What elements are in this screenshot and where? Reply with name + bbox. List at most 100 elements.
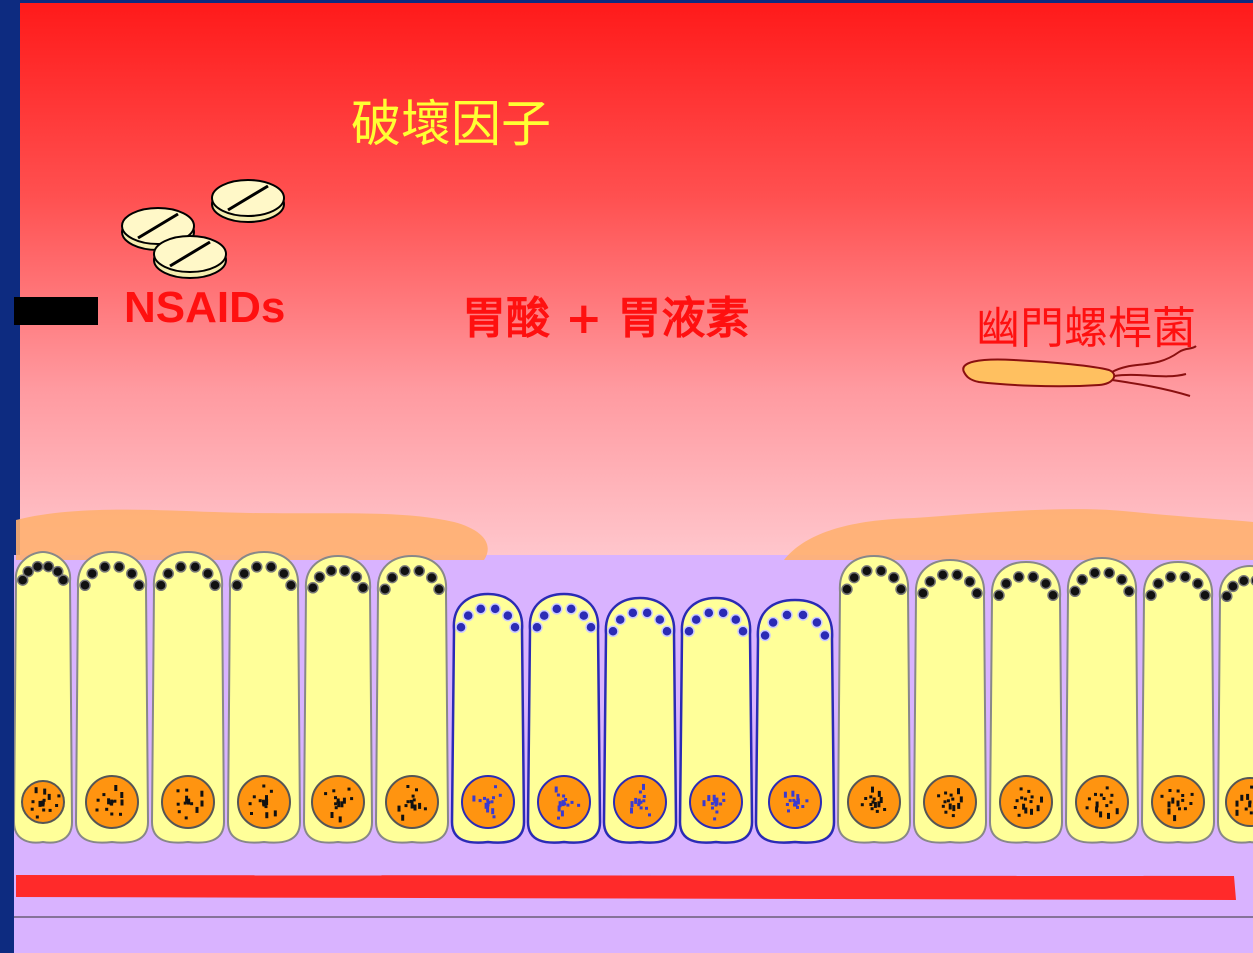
chromatin — [110, 800, 114, 804]
epithelial-cell — [1064, 556, 1140, 844]
chromatin — [332, 789, 336, 793]
chromatin — [1240, 794, 1244, 801]
chromatin — [562, 800, 566, 804]
granule — [888, 571, 900, 584]
granule — [209, 579, 221, 592]
granule — [797, 609, 809, 621]
tablet-icon — [211, 179, 285, 223]
chromatin — [483, 796, 486, 800]
chromatin — [557, 816, 560, 820]
granule — [551, 603, 563, 615]
chromatin — [31, 800, 35, 804]
chromatin — [119, 812, 122, 816]
granule — [819, 629, 831, 642]
chromatin — [870, 807, 874, 811]
chromatin — [805, 799, 809, 803]
granule — [964, 575, 976, 588]
granule — [285, 579, 297, 592]
chromatin — [570, 800, 574, 804]
chromatin — [273, 810, 277, 817]
chromatin — [110, 812, 114, 816]
chromatin — [401, 814, 405, 821]
chromatin — [47, 793, 51, 800]
chromatin — [944, 791, 948, 795]
chromatin — [418, 802, 422, 809]
chromatin — [1110, 793, 1114, 797]
granule — [42, 560, 55, 573]
chromatin — [796, 794, 800, 801]
chromatin — [883, 808, 887, 811]
chromatin — [102, 793, 106, 797]
mucus-layer-right — [784, 509, 1253, 560]
chromatin — [1029, 800, 1033, 804]
chromatin — [347, 787, 351, 791]
bacterium-icon — [962, 345, 1197, 397]
granule — [325, 565, 338, 577]
chromatin — [943, 800, 947, 804]
chromatin — [937, 794, 941, 798]
chromatin — [252, 795, 256, 799]
acid-pepsin-label: 胃酸 + 胃液素 — [462, 293, 750, 344]
granule — [683, 625, 695, 638]
granule — [1192, 577, 1204, 590]
granule — [1227, 580, 1239, 593]
granule — [661, 625, 673, 638]
chromatin — [722, 798, 726, 802]
chromatin — [1235, 800, 1239, 807]
slide: 破壞因子 NSAIDs 胃酸 + 胃液素 幽門螺桿菌 — [14, 0, 1253, 953]
granule — [861, 565, 873, 577]
nucleus — [999, 775, 1053, 829]
granule — [86, 567, 98, 580]
chromatin — [556, 793, 560, 797]
chromatin — [946, 799, 950, 803]
chromatin — [492, 815, 496, 819]
granule — [1013, 571, 1025, 583]
epithelial-cell — [302, 554, 374, 844]
chromatin — [1244, 807, 1248, 811]
chromatin — [566, 803, 570, 807]
chromatin — [114, 785, 118, 791]
chromatin — [484, 802, 488, 809]
epithelial-cell — [150, 550, 226, 844]
chromatin — [560, 810, 564, 817]
chromatin — [1095, 801, 1099, 808]
chromatin — [1246, 793, 1250, 800]
chromatin — [334, 796, 337, 800]
chromatin — [186, 800, 190, 804]
chromatin — [715, 810, 719, 814]
chromatin — [411, 794, 415, 798]
granule — [265, 561, 277, 573]
chromatin — [577, 803, 581, 807]
granule — [1040, 577, 1052, 590]
chromatin — [1248, 801, 1252, 808]
chromatin — [1168, 789, 1172, 792]
chromatin — [1024, 807, 1028, 814]
chromatin — [873, 801, 877, 808]
granule — [811, 616, 823, 629]
chromatin — [554, 786, 558, 793]
granule — [162, 567, 174, 580]
chromatin — [486, 800, 490, 807]
granule — [895, 583, 907, 596]
chromatin — [404, 804, 408, 808]
granule — [565, 603, 577, 615]
chromatin — [875, 809, 879, 813]
chromatin — [1099, 811, 1103, 818]
granule — [307, 582, 319, 594]
chromatin — [1019, 787, 1023, 791]
chromatin — [787, 809, 790, 813]
chromatin — [957, 802, 961, 809]
chromatin — [107, 798, 111, 805]
chromatin — [413, 804, 417, 811]
chromatin — [557, 805, 561, 812]
chromatin — [410, 802, 414, 809]
granule — [99, 561, 111, 573]
chromatin — [877, 801, 881, 808]
granule — [654, 613, 666, 626]
chromatin — [264, 805, 268, 809]
granule — [133, 579, 145, 592]
chromatin — [265, 812, 269, 819]
chromatin — [492, 796, 495, 800]
granule — [971, 587, 983, 600]
granule — [937, 569, 949, 581]
